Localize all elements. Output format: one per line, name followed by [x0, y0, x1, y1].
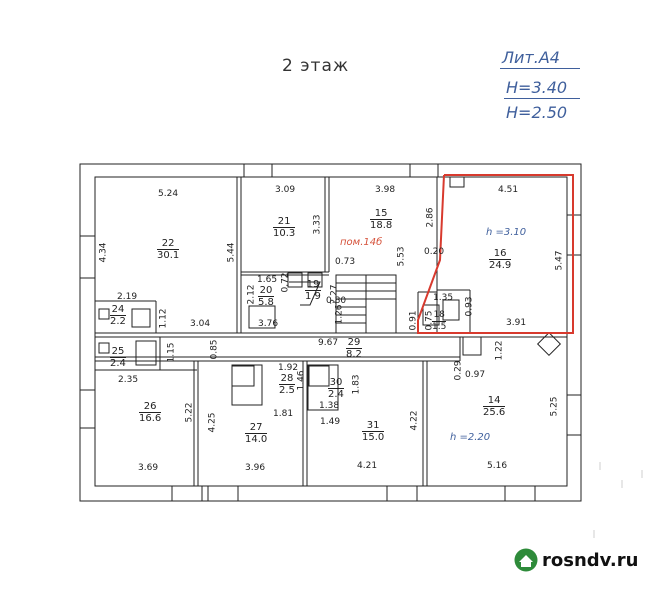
room-14b-label: пом.14б [340, 237, 383, 248]
dimension: 3.98 [375, 185, 396, 195]
dimension: 3.96 [245, 463, 266, 473]
page-title: 2 этаж [282, 56, 350, 76]
dimension: 5.47 [554, 250, 565, 271]
house-logo-icon [514, 548, 538, 572]
dimension: 0.20 [424, 247, 445, 257]
dimension: 2.12 [246, 284, 257, 305]
dimension: 5.25 [549, 396, 560, 417]
dimension: 2.19 [117, 292, 138, 302]
dimension: 4.22 [409, 410, 420, 431]
dimension: 3.69 [138, 463, 159, 473]
dimension: 0.29 [453, 360, 464, 381]
dimension: 5.24 [158, 189, 179, 199]
dimension: 1.12 [158, 308, 169, 329]
ceiling-height-14: h =2.20 [450, 432, 491, 443]
dimension: 1.92 [278, 363, 299, 373]
dimension: 2.35 [118, 375, 139, 385]
dimension: 1.22 [494, 340, 505, 361]
dimension: 3.91 [506, 318, 527, 328]
dimension: 5.22 [184, 402, 195, 423]
dimension: 1.83 [351, 374, 362, 395]
dimension: 0.93 [464, 296, 475, 317]
dimension: 0.73 [335, 257, 356, 267]
dimension: 1.65 [257, 275, 278, 285]
watermark-text[interactable]: rosndv.ru [542, 550, 639, 571]
dimension: 0.80 [326, 296, 347, 306]
dimension: 1.15 [166, 342, 177, 363]
dimension: 0.97 [465, 370, 486, 380]
dimension: 3.76 [258, 319, 279, 329]
dimension: 5.53 [396, 246, 407, 267]
dimension: 1.46 [296, 370, 307, 391]
dimension: 5.44 [226, 242, 237, 263]
dimension: 0.85 [209, 339, 220, 360]
dimension: 4.51 [498, 185, 519, 195]
dimension: 0.72 [280, 272, 291, 293]
dimension: 4.34 [98, 242, 109, 263]
dimension: 1.26 [334, 304, 345, 325]
dimension: 3.09 [275, 185, 296, 195]
height-label-2: Н=2.50 [506, 103, 568, 122]
litera-underline [500, 68, 580, 69]
dimension: 3.04 [190, 319, 211, 329]
dimension: 4.25 [207, 412, 218, 433]
dimension: 5.16 [487, 461, 508, 471]
ceiling-height-16: h =3.10 [486, 227, 527, 238]
dimension: 9.67 [318, 338, 339, 348]
dimension: 0.91 [408, 310, 419, 331]
dimension: 1.35 [433, 293, 454, 303]
litera-label: Лит.А4 [502, 48, 560, 67]
dimension: 1.49 [320, 417, 341, 427]
dimension: 2.86 [425, 207, 436, 228]
height-underline [504, 98, 580, 99]
highlight-outline [417, 174, 574, 334]
dimension: 1.81 [273, 409, 294, 419]
dimension: 4.21 [357, 461, 378, 471]
height-label-1: Н=3.40 [506, 78, 568, 97]
dimension: 1.38 [319, 401, 340, 411]
dimension: 3.33 [312, 214, 323, 235]
dimension: 0.75 [424, 310, 435, 331]
